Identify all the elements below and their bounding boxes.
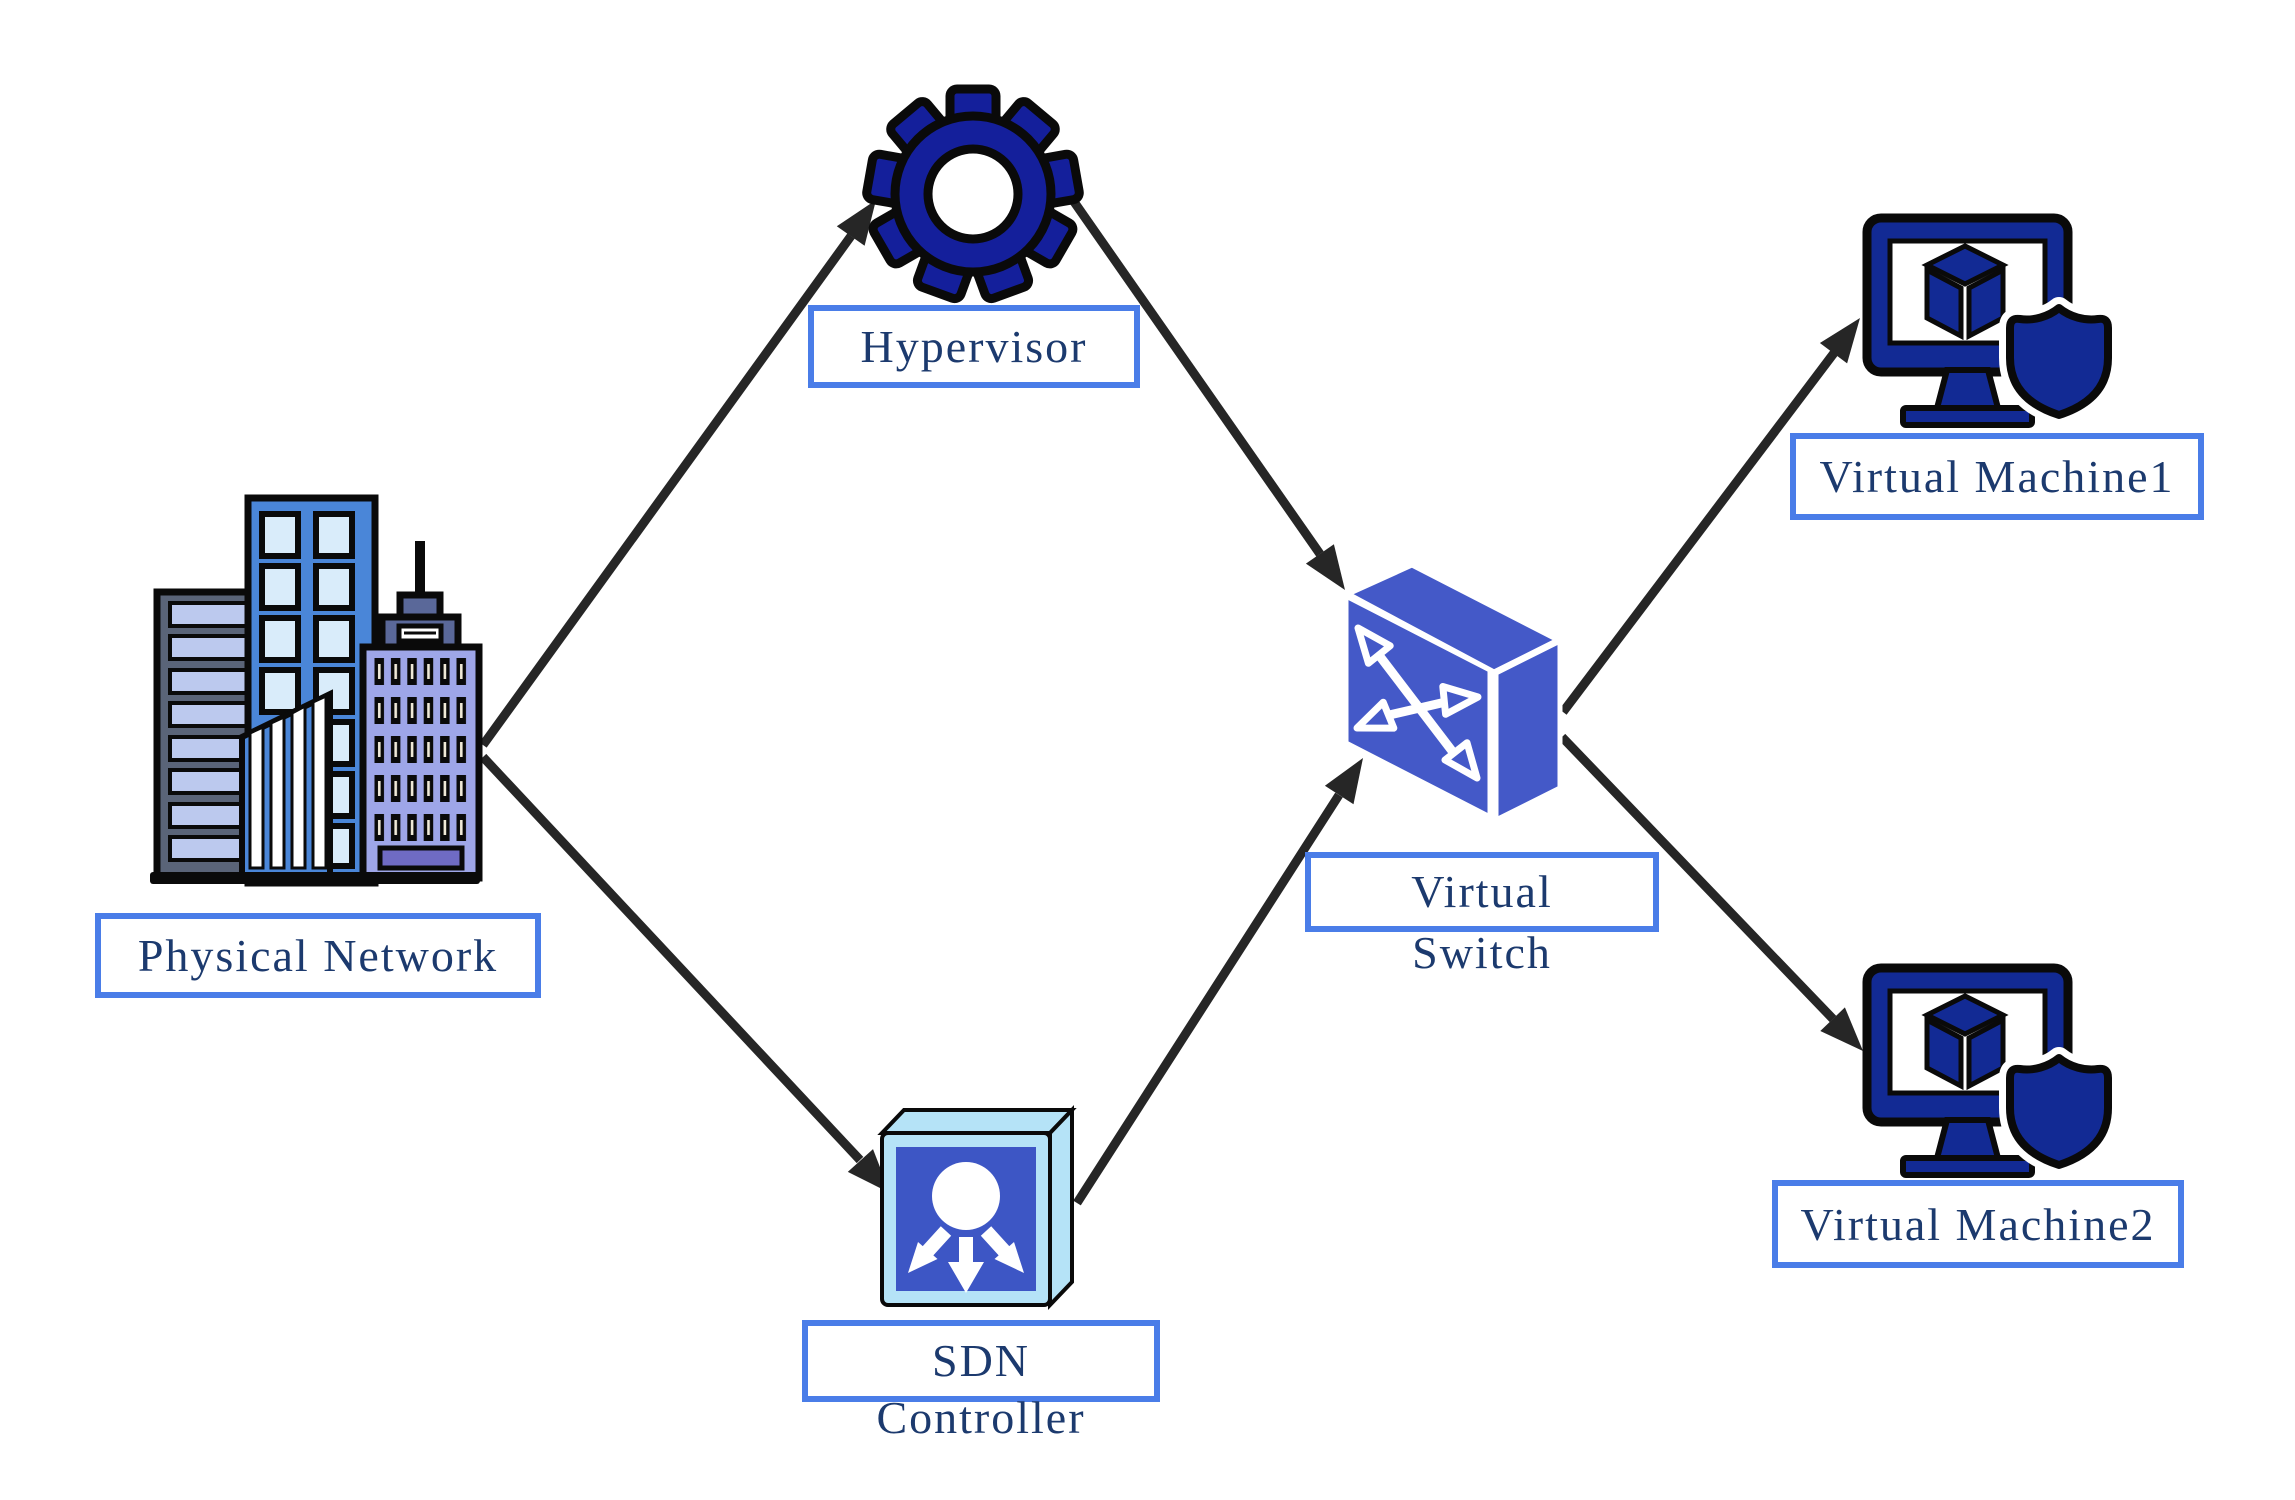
sdn-controller-label-line1: SDN: [931, 1335, 1031, 1386]
arrow-hypervisor-to-virtual-switch: [1066, 193, 1345, 590]
hypervisor-label: Hypervisor: [808, 305, 1140, 388]
vm-monitor-shield-icon: [1867, 218, 2108, 425]
arrow-physical-network-to-sdn-controller: [479, 753, 890, 1193]
physical-network-label: Physical Network: [95, 913, 541, 998]
virtual-switch-label-line2: Switch: [1412, 927, 1552, 978]
virtual-switch-3d-icon: [1342, 562, 1564, 825]
edges: [479, 193, 1863, 1206]
gear-icon: [862, 84, 1084, 304]
arrow-physical-network-to-hypervisor: [479, 200, 876, 748]
arrow-sdn-controller-to-virtual-switch: [1073, 758, 1363, 1206]
city-buildings-icon: [150, 494, 483, 887]
virtual-machine2-label: Virtual Machine2: [1772, 1180, 2184, 1268]
sdn-controller-label-line2: Controller: [876, 1392, 1086, 1443]
virtual-switch-label-line1: Virtual: [1411, 866, 1553, 917]
sdn-controller-cube-icon: [877, 1105, 1077, 1310]
vm-monitor-shield-icon: [1867, 968, 2108, 1175]
virtual-machine1-label: Virtual Machine1: [1790, 433, 2204, 520]
virtual-switch-label: Virtual Switch: [1305, 852, 1659, 978]
arrow-virtual-switch-to-virtual-machine-2: [1558, 733, 1863, 1051]
sdn-controller-label: SDN Controller: [802, 1320, 1160, 1441]
antenna-icon: [415, 541, 425, 599]
arrow-virtual-switch-to-virtual-machine-1: [1559, 318, 1860, 715]
